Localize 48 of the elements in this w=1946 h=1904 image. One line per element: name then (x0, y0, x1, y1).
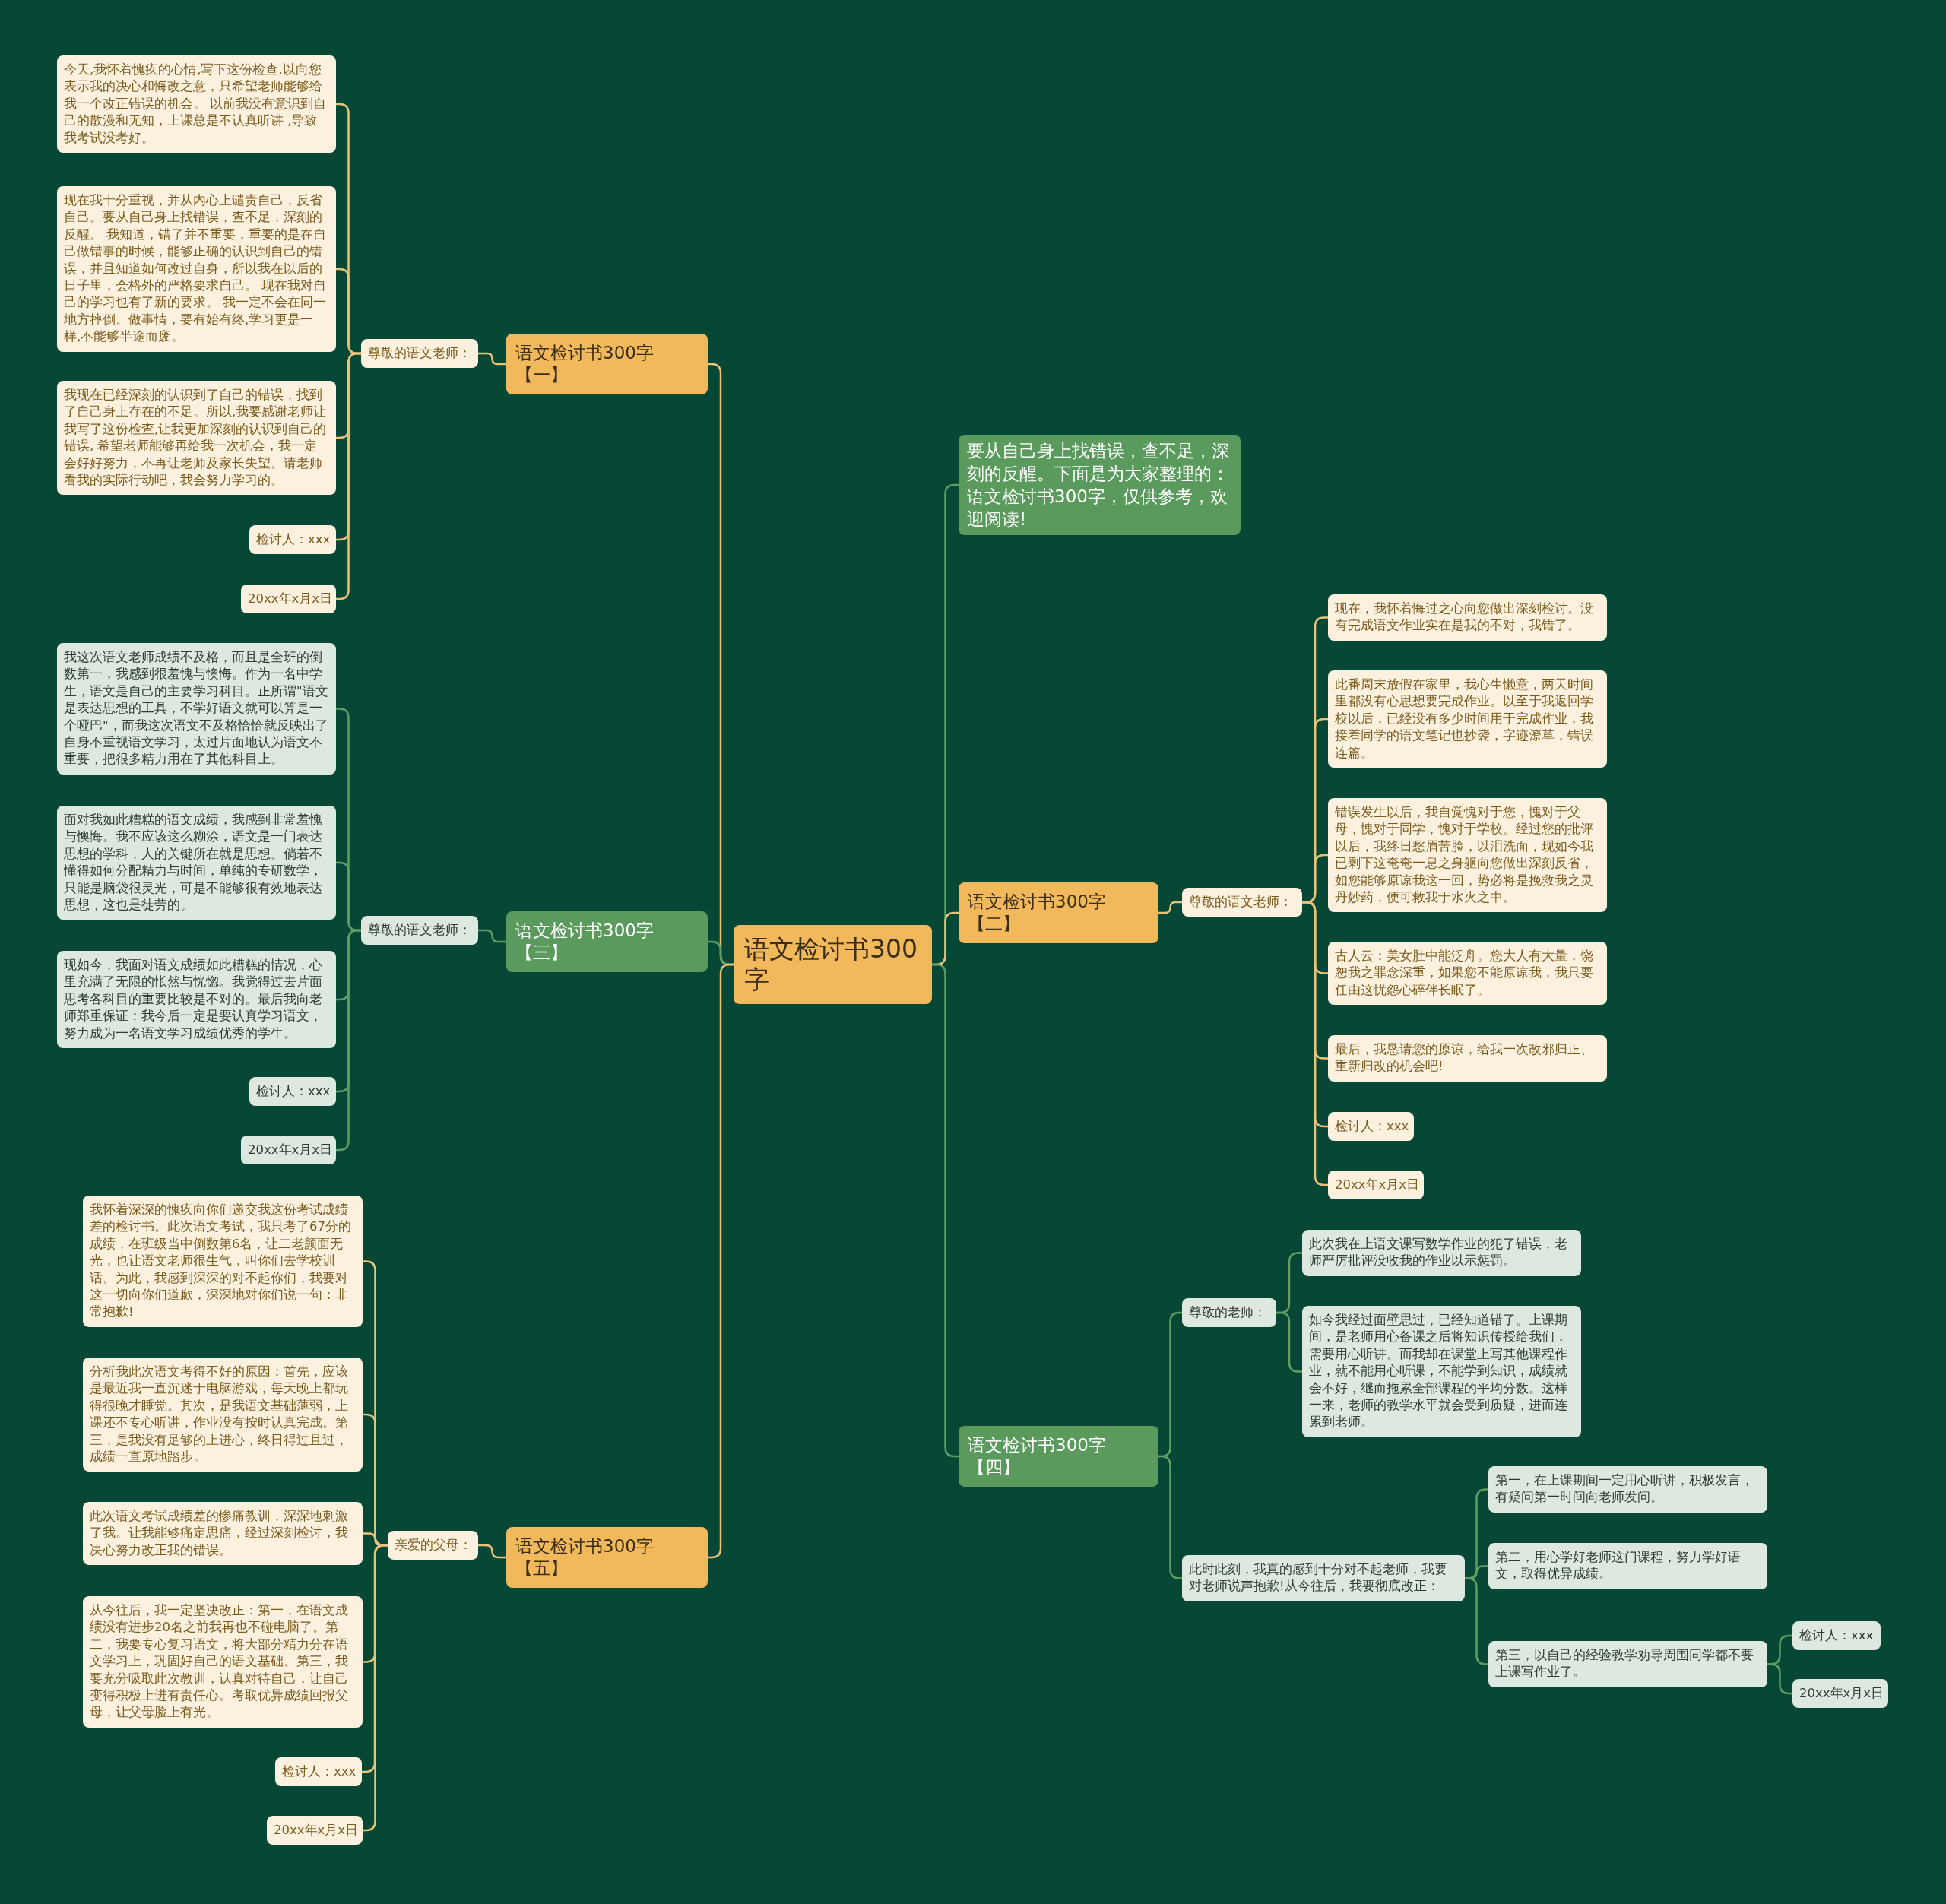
text-card: 第一，在上课期间一定用心听讲，积极发言，有疑问第一时间向老师发问。 (1488, 1466, 1767, 1513)
text-card: 面对我如此糟糕的语文成绩，我感到非常羞愧与懊悔。我不应该这么糊涂，语文是一门表达思想的学科，人的关键所在就是思想。倘若不懂得如何分配精力与时间，单纯的专研数学，只能是脑袋很灵光，可是不能够很有效地表达思想，这也是徒劳的。 (57, 806, 336, 920)
branch-box: 语文检讨书300字【四】 (959, 1426, 1158, 1487)
branch-box: 语文检讨书300字【三】 (506, 911, 708, 972)
text-card: 最后，我恳请您的原谅，给我一次改邪归正、重新归改的机会吧! (1328, 1035, 1607, 1082)
salutation-box: 尊敬的语文老师： (361, 916, 478, 945)
text-card: 现如今，我面对语文成绩如此糟糕的情况，心里充满了无限的怅然与恍惚。我觉得过去片面思考各科目的重要比较是不对的。最后我向老师郑重保证：我今后一定是要认真学习语文，努力成为一名语文学习成绩优秀的学生。 (57, 951, 336, 1049)
text-card: 第二，用心学好老师这门课程，努力学好语文，取得优异成绩。 (1488, 1543, 1767, 1589)
text-card: 现在，我怀着悔过之心向您做出深刻检讨。没有完成语文作业实在是我的不对，我错了。 (1328, 594, 1607, 641)
text-card: 错误发生以后，我自觉愧对于您，愧对于父母，愧对于同学，愧对于学校。经过您的批评以后，我终日愁眉苦脸，以泪洗面，现如今我已剩下这奄奄一息之身躯向您做出深刻反省，如您能够原谅我这一回，势必将是挽救我之灵丹妙药，便可救我于水火之中。 (1328, 798, 1607, 913)
text-card: 我现在已经深刻的认识到了自己的错误，找到了自己身上存在的不足。所以,我要感谢老师让我写了这份检查,让我更加深刻的认识到自己的错误, 希望老师能够再给我一次机会，我一定会好好努力，不再让老师及家长失望。请老师看我的实际行动吧，我会努力学习的。 (57, 381, 336, 496)
text-card: 如今我经过面壁思过，已经知道错了。上课期间，是老师用心备课之后将知识传授给我们，需要用心听讲。而我却在课堂上写其他课程作业，就不能用心听课，不能学到知识，成绩就会不好，继而拖累全部课程的平均分数。这样一来，老师的教学水平就会受到质疑，进而连累到老师。 (1302, 1306, 1581, 1437)
connector (1158, 901, 1182, 914)
text-card: 此次我在上语文课写数学作业的犯了错误，老师严厉批评没收我的作业以示惩罚。 (1302, 1230, 1581, 1276)
text-card: 分析我此次语文考得不好的原因：首先，应该是最近我一直沉迷于电脑游戏，每天晚上都玩得很晚才睡觉。其次，是我语文基础薄弱，上课还不专心听讲，作业没有按时认真完成。第三，是我没有足够的上进心，终日得过且过，成绩一直原地踏步。 (83, 1358, 363, 1472)
text-card: 现在我十分重视，并从内心上谴责自己，反省自己。要从自己身上找错误，查不足，深刻的反醒。 我知道，错了并不重要，重要的是在自己做错事的时候，能够正确的认识到自己的错误，并且知道如何改过自身，所以我在以后的日子里，会格外的严格要求自己。 现在我对自己的学习也有了新的要求。 我一定不会在同一地方摔倒。做事情，要有始有终,学习更是一样,不能够半途而废。 (57, 186, 336, 352)
connector (478, 352, 506, 366)
text-card: 我怀着深深的愧疚向你们递交我这份考试成绩差的检讨书。此次语文考试，我只考了67分的成绩，在班级当中倒数第6名，让二老颜面无光，也让语文老师很生气，叫你们去学校训话。为此，我感到深深的对不起你们，我要对这一切向你们道歉，深深地对你们说一句：非常抱歉! (83, 1196, 363, 1327)
salutation-box: 尊敬的老师： (1182, 1298, 1276, 1327)
signature-box: 检讨人：xxx (275, 1757, 362, 1786)
connector (478, 1544, 506, 1559)
branch-box: 语文检讨书300字【二】 (959, 882, 1158, 943)
signature-box: 检讨人：xxx (1328, 1112, 1414, 1141)
date-box: 20xx年x月x日 (241, 585, 336, 613)
signature-box: 检讨人：xxx (249, 1077, 336, 1106)
text-card: 此番周末放假在家里，我心生懒意，两天时间里都没有心思想要完成作业。以至于我返回学校以后，已经没有多少时间用于完成作业，我接着同学的语文笔记也抄袭，字迹潦草，错误连篇。 (1328, 670, 1607, 768)
connector (1767, 1663, 1792, 1695)
text-card: 此时此刻，我真的感到十分对不起老师，我要对老师说声抱歉!从今往后，我要彻底改正： (1182, 1555, 1465, 1601)
intro-card: 要从自己身上找错误，查不足，深刻的反醒。下面是为大家整理的：语文检讨书300字，仅供参考，欢迎阅读! (959, 435, 1241, 535)
salutation-box: 尊敬的语文老师： (1182, 888, 1302, 917)
salutation-box: 尊敬的语文老师： (361, 339, 478, 368)
text-card: 我这次语文老师成绩不及格，而且是全班的倒数第一，我感到很羞愧与懊悔。作为一名中学生，语文是自己的主要学习科目。正所谓"语文是表达思想的工具，不学好语文就可以算是一个哑巴"，而我这次语文不及格恰恰就反映出了自身不重视语文学习，太过片面地认为语文不重要，把很多精力用在了其他科目上。 (57, 643, 336, 775)
branch-box: 语文检讨书300字【五】 (506, 1527, 708, 1588)
connector (478, 929, 506, 943)
date-box: 20xx年x月x日 (1328, 1171, 1424, 1199)
date-box: 20xx年x月x日 (1792, 1679, 1888, 1708)
text-card: 今天,我怀着愧疚的心情,写下这份检查.以向您表示我的决心和悔改之意，只希望老师能够给我一个改正错误的机会。 以前我没有意识到自己的散漫和无知，上课总是不认真听讲 ,导致我考试没考好。 (57, 55, 336, 154)
branch-box: 语文检讨书300字【一】 (506, 334, 708, 394)
salutation-box: 亲爱的父母： (388, 1531, 478, 1560)
root-topic-box: 语文检讨书300字 (734, 925, 932, 1004)
date-box: 20xx年x月x日 (267, 1816, 363, 1845)
text-card: 此次语文考试成绩差的惨痛教训，深深地刺激了我。让我能够痛定思痛，经过深刻检讨，我决心努力改正我的错误。 (83, 1502, 363, 1566)
signature-box: 检讨人：xxx (1792, 1621, 1881, 1650)
signature-box: 检讨人：xxx (249, 525, 336, 554)
text-card: 从今往后，我一定坚决改正：第一，在语文成绩没有进步20名之前我再也不碰电脑了。第二，我要专心复习语文，将大部分精力分在语文学习上，巩固好自己的语文基础。第三，我要充分吸取此次教训，认真对待自己，让自己变得积极上进有责任心。考取优异成绩回报父母，让父母脸上有光。 (83, 1596, 363, 1728)
text-card: 古人云：美女肚中能泛舟。您大人有大量，饶恕我之罪念深重，如果您不能原谅我，我只要任由这忧怨心碎伴长眠了。 (1328, 942, 1607, 1006)
text-card: 第三，以自己的经验教学劝导周围同学都不要上课写作业了。 (1488, 1641, 1767, 1687)
date-box: 20xx年x月x日 (241, 1136, 336, 1164)
